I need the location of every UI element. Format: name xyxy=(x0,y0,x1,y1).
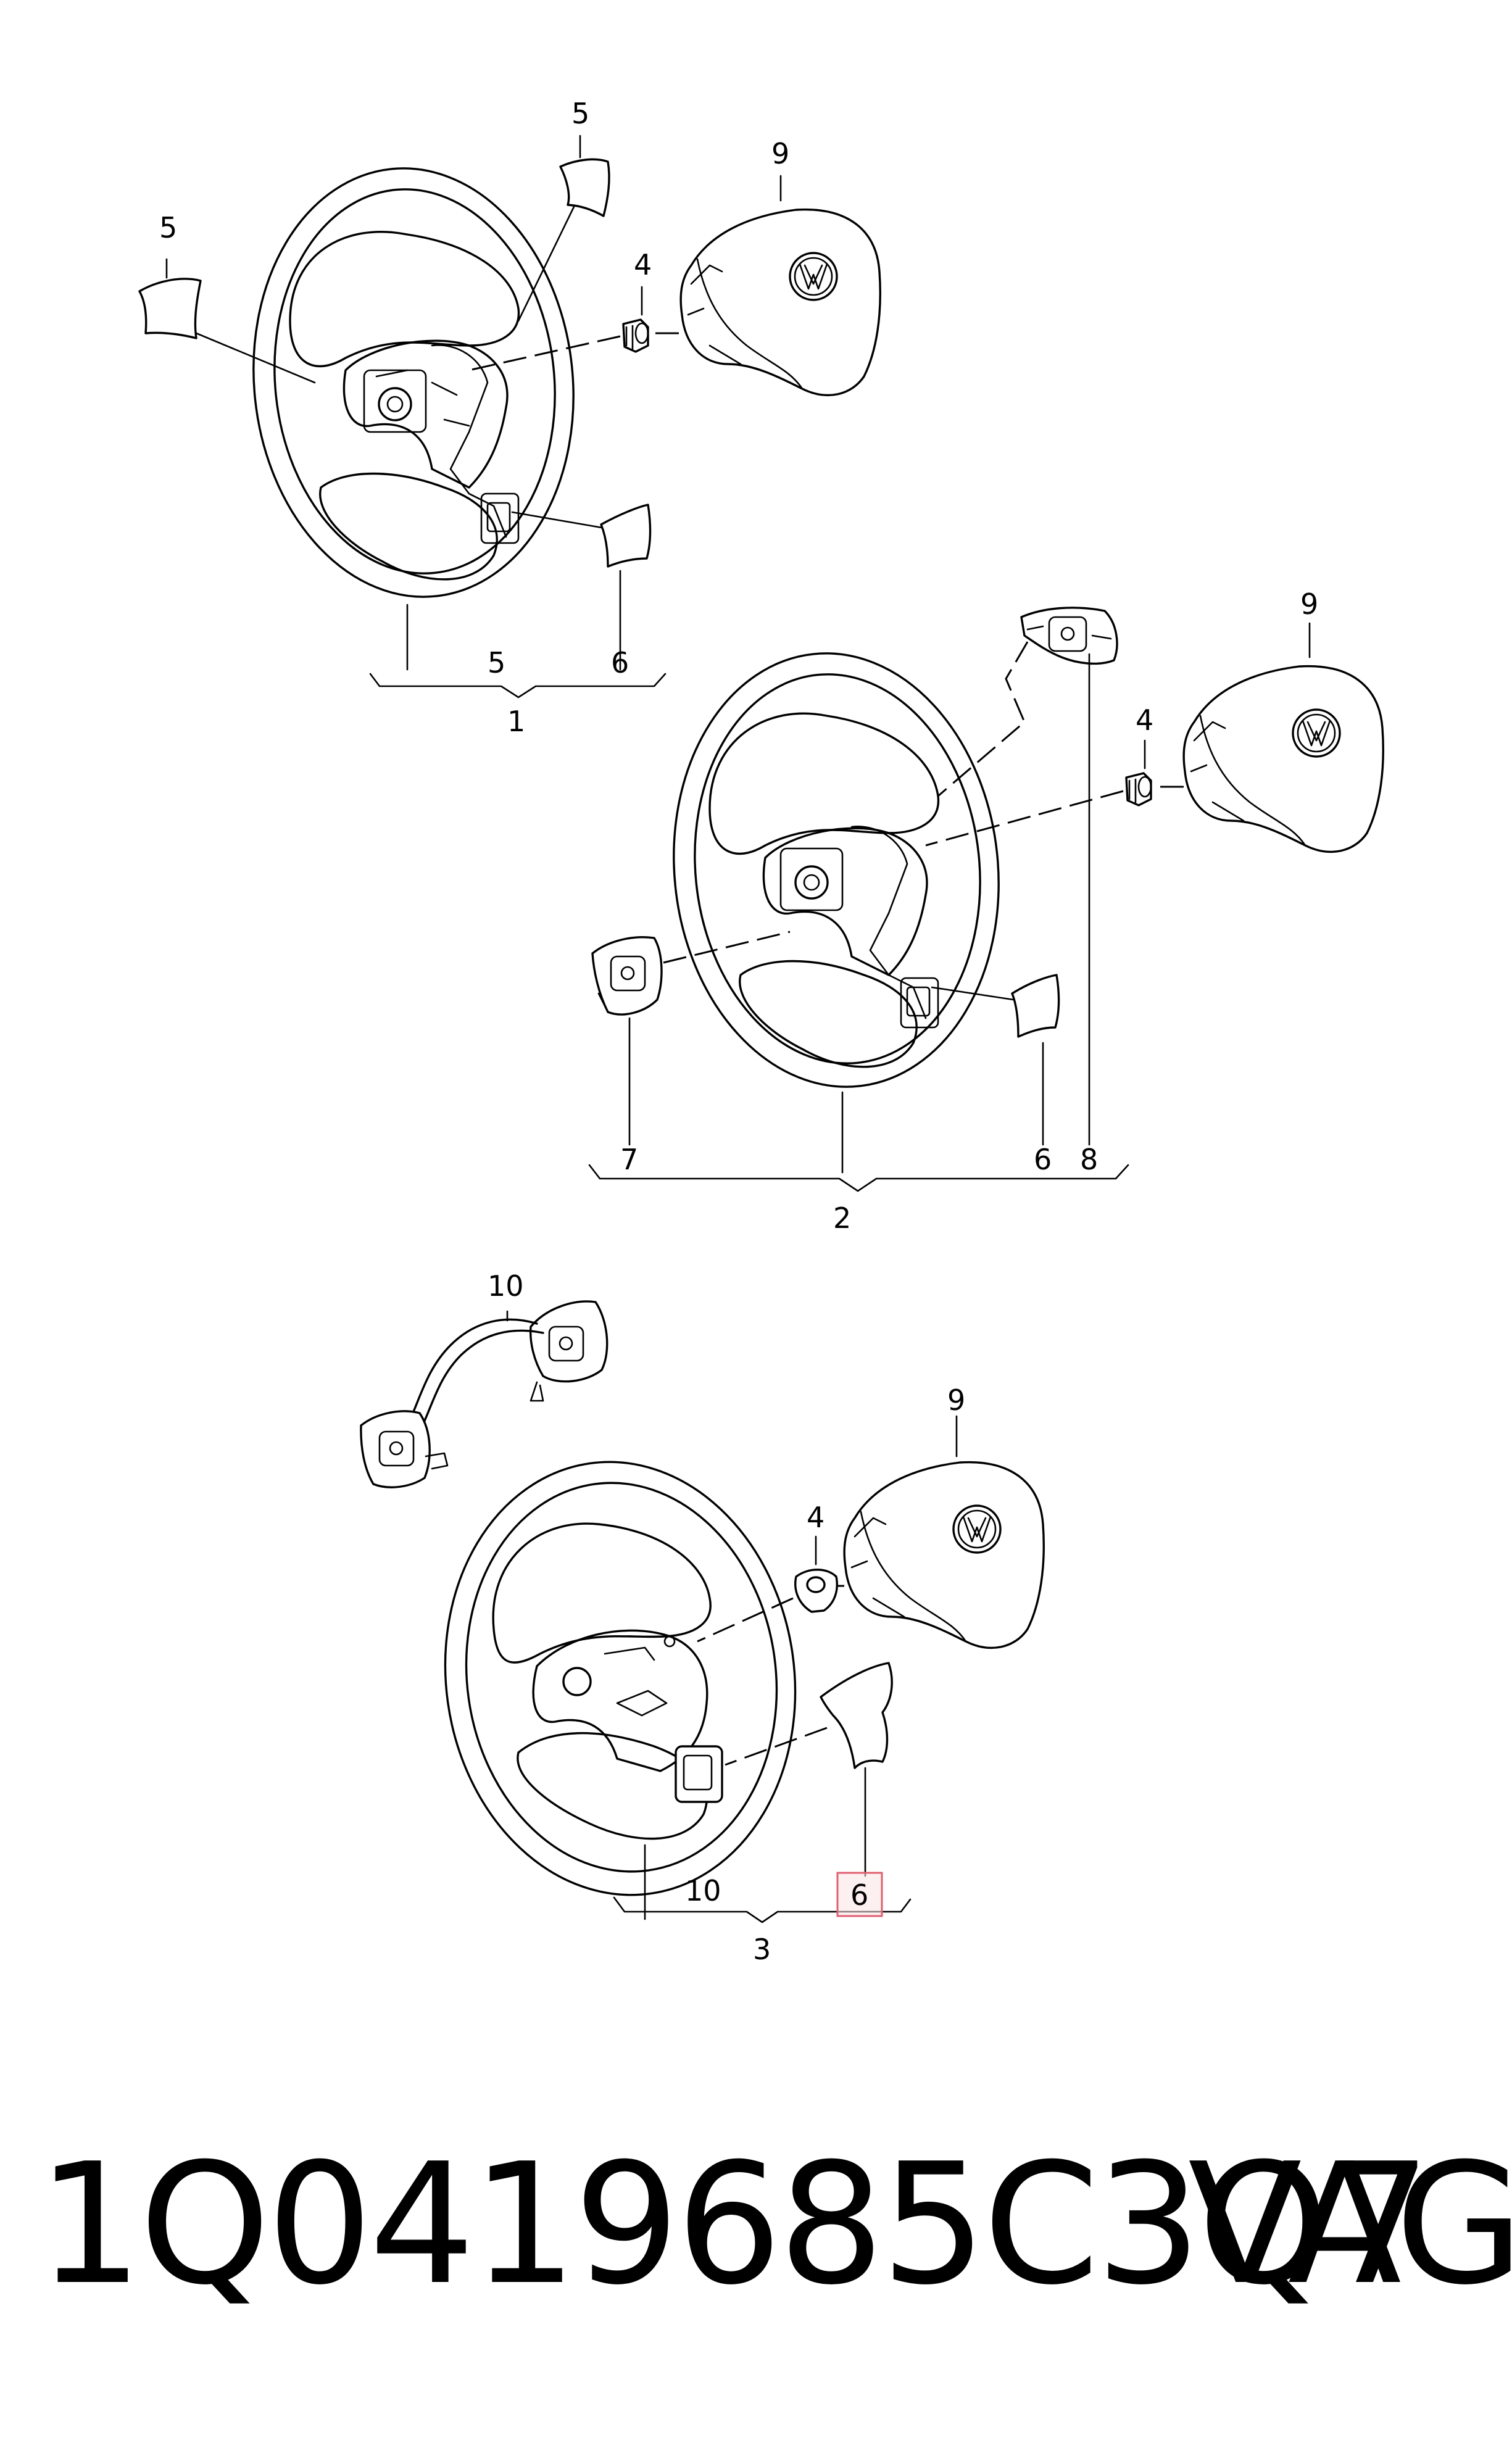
group-3-steering-wheel-assembly: 10 9 4 10 6 3 xyxy=(360,1269,1045,1966)
trim-piece-6-group2 xyxy=(1011,974,1060,1038)
airbag-9-group1 xyxy=(679,208,881,397)
nut-4 xyxy=(622,318,649,353)
control-module-10 xyxy=(360,1300,609,1488)
steering-wheel-2 xyxy=(673,652,1000,1088)
label-8: 8 xyxy=(1080,1143,1098,1176)
label-10-top: 10 xyxy=(488,1269,524,1303)
part-number-caption: 1Q0419685C3Q7 xyxy=(37,2127,1431,2321)
trim-piece-6-group3 xyxy=(820,1662,893,1769)
label-5-right: 5 xyxy=(571,97,589,130)
label-4-group2: 4 xyxy=(1136,703,1153,737)
label-10-bottom: 10 xyxy=(685,1874,721,1907)
nut-4-group3 xyxy=(794,1569,838,1613)
label-6-group2: 6 xyxy=(1034,1143,1052,1176)
vw-logo-icon-3 xyxy=(952,1504,1002,1554)
label-9-group3: 9 xyxy=(947,1383,965,1417)
group-2-steering-wheel-assembly: 9 4 7 6 8 2 xyxy=(588,587,1384,1235)
bracket-group-1 xyxy=(369,673,667,699)
vw-logo-icon xyxy=(789,252,838,301)
label-2: 2 xyxy=(833,1201,851,1235)
label-1: 1 xyxy=(507,705,525,738)
bracket-group-2 xyxy=(588,1164,1129,1192)
nut-4-group2 xyxy=(1125,772,1152,807)
airbag-9-group3 xyxy=(843,1461,1045,1649)
label-4: 4 xyxy=(634,248,652,281)
steering-wheel-1 xyxy=(252,167,575,598)
label-5-bottom: 5 xyxy=(488,646,505,679)
bracket-group-3 xyxy=(613,1896,912,1923)
label-6-highlighted: 6 xyxy=(850,1878,868,1912)
trim-piece-6 xyxy=(600,504,652,568)
vw-logo-icon-2 xyxy=(1292,708,1341,758)
trim-piece-5-right xyxy=(559,158,610,217)
steering-wheel-3 xyxy=(444,1461,797,1896)
control-module-8 xyxy=(1020,607,1118,665)
label-4-group3: 4 xyxy=(807,1501,825,1534)
airbag-9-group2 xyxy=(1182,665,1384,853)
label-5-left: 5 xyxy=(159,211,177,244)
label-3: 3 xyxy=(753,1933,771,1966)
group-1-steering-wheel-assembly: 5 5 9 4 5 6 1 xyxy=(138,97,881,738)
label-6-bottom: 6 xyxy=(611,646,629,679)
label-7: 7 xyxy=(620,1143,638,1176)
trim-piece-5-left xyxy=(138,278,202,339)
highlight-box xyxy=(836,1872,883,1917)
control-module-7 xyxy=(591,936,663,1016)
brand-caption: VAG xyxy=(1188,2127,1512,2321)
label-9: 9 xyxy=(771,137,789,170)
label-9-group2: 9 xyxy=(1300,587,1318,621)
